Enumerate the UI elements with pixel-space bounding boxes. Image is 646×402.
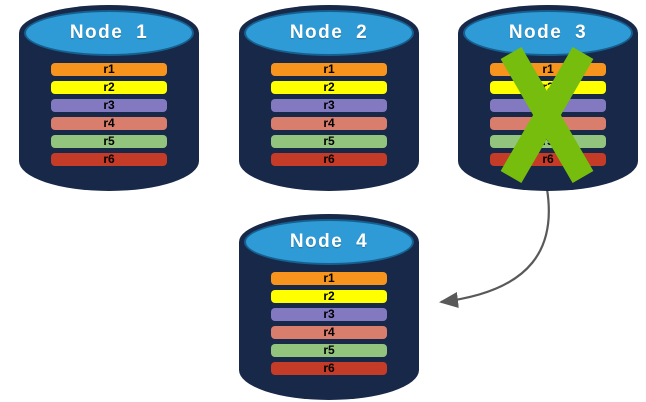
cylinder-face: Node 1 <box>24 10 194 56</box>
cylinder-top: Node 1 <box>19 5 199 61</box>
record-label: r4 <box>323 116 335 130</box>
node-title: Node 2 <box>289 22 369 43</box>
record-bar-r6: r6 <box>51 153 167 166</box>
record-bar-r4: r4 <box>51 117 167 130</box>
record-label: r3 <box>103 98 115 112</box>
record-bar-r3: r3 <box>271 308 387 321</box>
cylinder-face: Node 4 <box>244 219 414 265</box>
record-label: r2 <box>103 80 115 94</box>
record-bar-r6: r6 <box>271 153 387 166</box>
record-label: r6 <box>323 361 335 375</box>
cylinder-face: Node 2 <box>244 10 414 56</box>
record-label: r6 <box>323 152 335 166</box>
cylinder-top: Node 4 <box>239 214 419 270</box>
node-title: Node 4 <box>289 231 369 252</box>
record-list: r1 r2 r3 r4 r5 r6 <box>51 63 167 171</box>
record-bar-r5: r5 <box>271 135 387 148</box>
record-label: r5 <box>103 134 115 148</box>
record-bar-r6: r6 <box>271 362 387 375</box>
record-bar-r3: r3 <box>51 99 167 112</box>
record-list: r1 r2 r3 r4 r5 r6 <box>271 63 387 171</box>
record-label: r1 <box>323 271 335 285</box>
record-label: r3 <box>323 98 335 112</box>
record-label: r2 <box>323 289 335 303</box>
record-label: r4 <box>103 116 115 130</box>
record-label: r3 <box>323 307 335 321</box>
record-bar-r1: r1 <box>271 272 387 285</box>
record-label: r5 <box>323 134 335 148</box>
record-label: r4 <box>323 325 335 339</box>
record-bar-r5: r5 <box>271 344 387 357</box>
record-list: r1 r2 r3 r4 r5 r6 <box>271 272 387 380</box>
record-label: r1 <box>103 62 115 76</box>
cylinder-top: Node 2 <box>239 5 419 61</box>
failure-x-icon <box>500 46 594 184</box>
record-label: r6 <box>103 152 115 166</box>
db-node-2: Node 2 r1 r2 r3 r4 r5 r6 <box>239 5 419 191</box>
record-bar-r5: r5 <box>51 135 167 148</box>
db-node-1: Node 1 r1 r2 r3 r4 r5 r6 <box>19 5 199 191</box>
record-label: r5 <box>542 134 554 148</box>
record-label: r2 <box>323 80 335 94</box>
record-bar-r4: r4 <box>271 117 387 130</box>
failover-arrow-curve <box>439 188 550 308</box>
record-bar-r1: r1 <box>271 63 387 76</box>
record-bar-r2: r2 <box>51 81 167 94</box>
record-bar-r4: r4 <box>271 326 387 339</box>
record-bar-r1: r1 <box>51 63 167 76</box>
record-label: r5 <box>323 343 335 357</box>
record-label: r6 <box>542 152 554 166</box>
db-node-4: Node 4 r1 r2 r3 r4 r5 r6 <box>239 214 419 400</box>
record-bar-r2: r2 <box>271 290 387 303</box>
record-label: r2 <box>542 80 554 94</box>
node-title: Node 3 <box>508 22 588 43</box>
record-bar-r3: r3 <box>271 99 387 112</box>
node-title: Node 1 <box>69 22 149 43</box>
record-bar-r2: r2 <box>271 81 387 94</box>
record-label: r1 <box>542 62 554 76</box>
cylinder-face: Node 3 <box>463 10 633 56</box>
cylinder-top: Node 3 <box>458 5 638 61</box>
record-label: r1 <box>323 62 335 76</box>
